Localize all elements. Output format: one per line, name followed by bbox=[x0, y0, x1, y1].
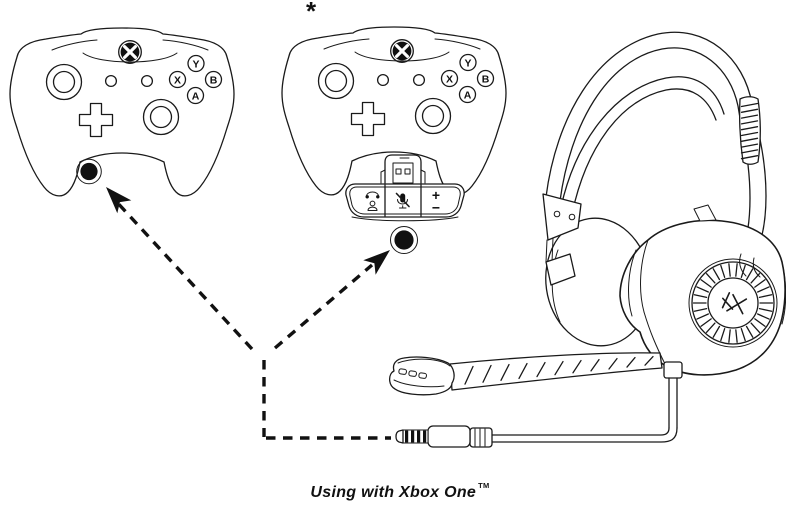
slider-ribs bbox=[740, 102, 759, 160]
volume-up-label: + bbox=[432, 187, 440, 203]
footnote-asterisk: * bbox=[306, 0, 317, 26]
mic-mute-icon bbox=[395, 192, 410, 209]
arrowhead-left bbox=[106, 187, 132, 214]
headset-illustration bbox=[388, 31, 786, 448]
plug-routing-arrows bbox=[106, 187, 391, 440]
headband-fork bbox=[542, 193, 582, 286]
jack-dot-left-controller bbox=[76, 158, 102, 185]
plug-tip bbox=[395, 429, 404, 444]
stereo-headset-adapter: + − bbox=[345, 154, 465, 222]
chat-person-icon bbox=[367, 200, 378, 211]
suspension-strap bbox=[560, 76, 725, 215]
cable-connector bbox=[663, 361, 683, 379]
dashed-line-to-left-controller bbox=[112, 197, 254, 351]
arrowhead-right bbox=[363, 250, 390, 275]
driver-radial-pattern bbox=[692, 263, 774, 343]
headphones-icon bbox=[365, 191, 380, 199]
controller-left bbox=[8, 26, 236, 198]
headband-slider bbox=[738, 96, 761, 165]
jack-dot-adapter bbox=[390, 226, 418, 254]
caption-text: Using with Xbox One bbox=[310, 484, 477, 501]
mic-boom bbox=[388, 352, 663, 396]
trademark-symbol: TM bbox=[478, 481, 490, 490]
mic-capsule bbox=[388, 356, 455, 396]
headset-cable bbox=[395, 361, 683, 448]
audio-plug-3-5mm bbox=[395, 425, 493, 448]
hyperx-hx-logo-icon bbox=[721, 292, 748, 315]
dashed-line-to-adapter bbox=[273, 263, 374, 350]
driver-plate bbox=[688, 258, 778, 348]
volume-down-label: − bbox=[432, 200, 440, 216]
boom-ribs bbox=[464, 355, 654, 385]
